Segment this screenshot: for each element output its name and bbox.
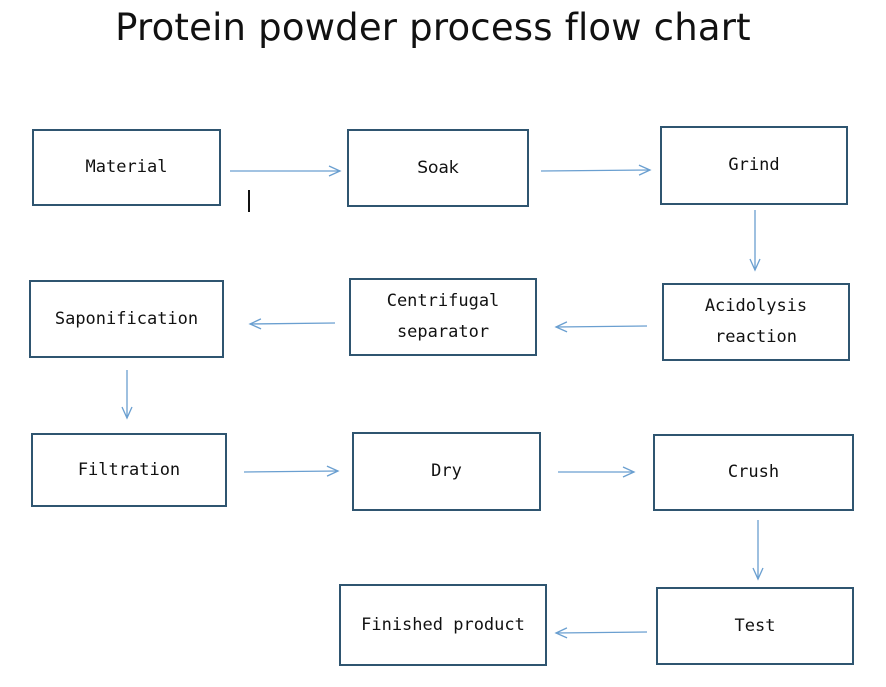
node-test-label: Test xyxy=(734,615,776,636)
node-saponification: Saponification xyxy=(29,280,224,358)
diagram-title: Protein powder process flow chart xyxy=(115,6,751,49)
node-acidolysis-reaction-label: Acidolysis reaction xyxy=(704,296,808,347)
text-cursor xyxy=(248,190,250,212)
arrow-acidolysis-to-centrifugal xyxy=(554,321,648,333)
arrow-filtration-to-dry xyxy=(243,465,340,477)
node-soak-label: Soak xyxy=(417,157,459,178)
node-finished-product-label: Finished product xyxy=(361,614,525,635)
node-saponification-label: Saponification xyxy=(54,308,199,329)
node-crush-label: Crush xyxy=(727,462,780,482)
node-material: Material xyxy=(32,129,221,206)
node-centrifugal-separator: Centrifugal separator xyxy=(349,278,537,356)
node-centrifugal-separator-label: Centrifugal separator xyxy=(386,291,500,342)
node-filtration: Filtration xyxy=(31,433,227,507)
node-dry-label: Dry xyxy=(431,461,462,481)
node-soak: Soak xyxy=(347,129,529,207)
node-acidolysis-reaction: Acidolysis reaction xyxy=(662,283,850,361)
arrow-soak-to-grind xyxy=(540,164,652,176)
node-grind-label: Grind xyxy=(728,155,780,175)
node-crush: Crush xyxy=(653,434,854,511)
arrow-test-to-finished xyxy=(554,627,648,639)
node-test: Test xyxy=(656,587,854,665)
node-material-label: Material xyxy=(85,157,168,177)
node-grind: Grind xyxy=(660,126,848,205)
arrow-centrifugal-to-saponification xyxy=(248,318,336,330)
node-dry: Dry xyxy=(352,432,541,511)
node-filtration-label: Filtration xyxy=(77,459,181,480)
node-finished-product: Finished product xyxy=(339,584,547,666)
